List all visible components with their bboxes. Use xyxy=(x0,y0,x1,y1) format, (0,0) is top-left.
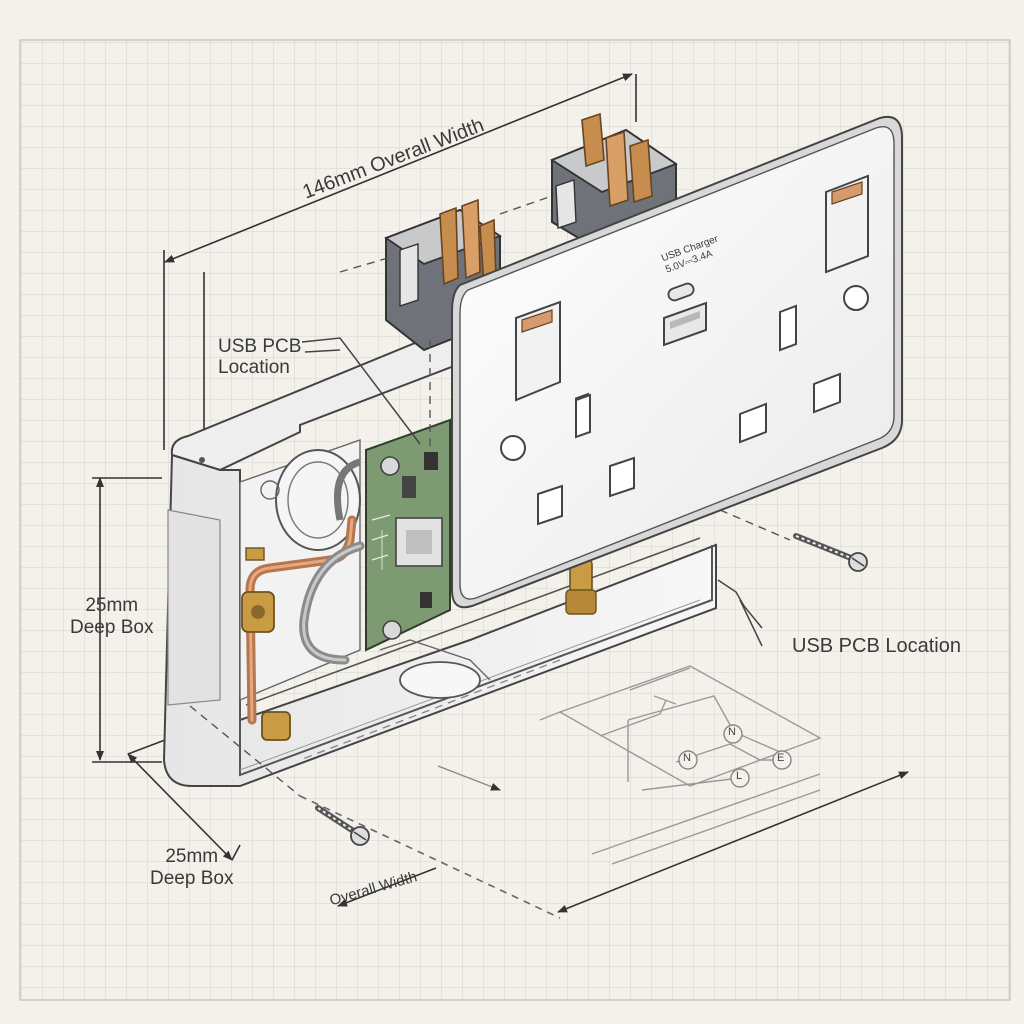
schematic-symbol xyxy=(678,724,792,788)
usb-pcb-label-left-line2: Location xyxy=(218,357,290,378)
depth-label-bottom-line2: Deep Box xyxy=(150,868,234,889)
screw-icon xyxy=(315,805,370,846)
socket-outlet-left xyxy=(500,392,635,526)
depth-dimension-bottom xyxy=(127,739,241,861)
screw-icon xyxy=(793,533,868,572)
usb-pcb-label-left-line1: USB PCB xyxy=(218,336,302,357)
usb-pcb-label-left: USB PCB Location xyxy=(218,336,301,378)
depth-label-left-line2: Deep Box xyxy=(70,617,154,638)
brass-terminal-left xyxy=(241,547,291,741)
internal-wiring xyxy=(245,458,365,725)
rocker-switch-icon xyxy=(515,300,561,402)
schematic-symbol-e: E xyxy=(777,752,785,764)
grid-border xyxy=(19,39,1011,1001)
usb-c-port-icon xyxy=(667,282,695,302)
faceplate xyxy=(451,116,903,609)
depth-label-bottom: 25mm Deep Box xyxy=(150,846,233,890)
schematic-symbol-n2: N xyxy=(683,752,691,764)
depth-label-left: 25mm Deep Box xyxy=(70,595,153,639)
depth-label-bottom-line1: 25mm xyxy=(165,846,219,867)
leader-lines xyxy=(301,337,763,647)
usb-a-port-icon xyxy=(663,301,707,347)
assembly-guide-lines xyxy=(189,195,791,797)
schematic-symbol-n1: N xyxy=(728,726,736,738)
usb-pcb-label-right: USB PCB Location xyxy=(792,635,961,657)
usb-pcb-board xyxy=(365,418,451,652)
rocker-switch-icon xyxy=(825,174,869,274)
overall-width-dimension-bottom xyxy=(299,771,909,919)
socket-outlet-right xyxy=(739,285,869,444)
depth-label-left-line1: 25mm xyxy=(85,595,139,616)
schematic-symbol-l: L xyxy=(736,770,743,782)
